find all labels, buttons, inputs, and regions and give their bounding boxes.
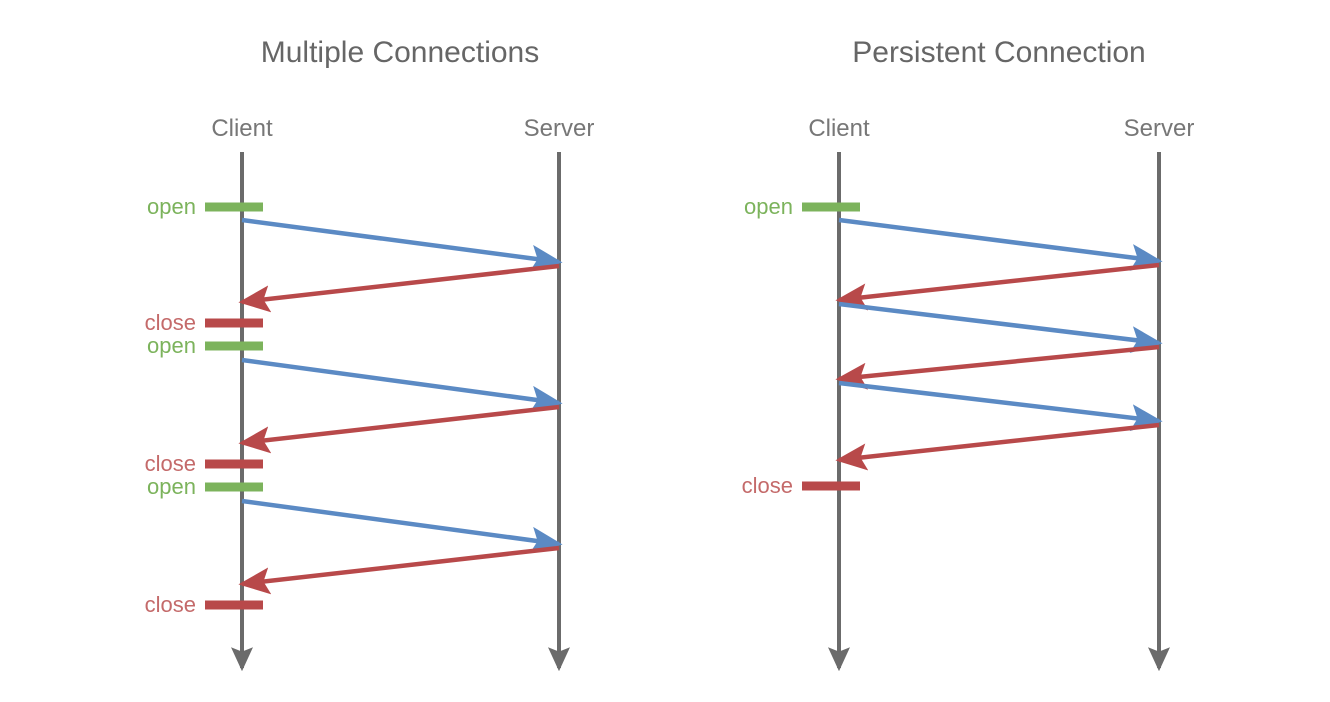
message-request-5-multiple-connections: [241, 498, 563, 554]
message-response-6-multiple-connections: [238, 545, 560, 595]
actor-label-server-multiple-connections: Server: [524, 115, 595, 142]
message-response-6-persistent-connection: [835, 422, 1160, 471]
event-label-open-3-multiple-connections: open: [147, 333, 196, 358]
message-request-1-multiple-connections: [241, 217, 563, 272]
actor-label-client-persistent-connection: Client: [808, 115, 870, 142]
message-request-1-persistent-connection: [838, 217, 1163, 271]
message-request-5-persistent-connection: [838, 380, 1163, 432]
message-response-2-multiple-connections: [238, 263, 560, 313]
panel-title-persistent-connection: Persistent Connection: [852, 36, 1146, 69]
actor-label-client-multiple-connections: Client: [211, 115, 273, 142]
message-response-2-persistent-connection: [835, 262, 1160, 311]
panel-title-multiple-connections: Multiple Connections: [261, 36, 539, 69]
event-label-open-1-multiple-connections: open: [147, 194, 196, 219]
event-label-close-6-multiple-connections: close: [145, 592, 196, 617]
event-label-close-4-multiple-connections: close: [145, 451, 196, 476]
event-label-close-2-multiple-connections: close: [145, 310, 196, 335]
message-response-4-multiple-connections: [238, 404, 560, 454]
message-request-3-persistent-connection: [838, 301, 1163, 354]
message-response-4-persistent-connection: [835, 344, 1160, 390]
event-label-open-5-multiple-connections: open: [147, 474, 196, 499]
event-label-open-1-persistent-connection: open: [744, 194, 793, 219]
message-request-3-multiple-connections: [241, 357, 563, 413]
actor-label-server-persistent-connection: Server: [1124, 115, 1195, 142]
event-label-close-2-persistent-connection: close: [742, 473, 793, 498]
